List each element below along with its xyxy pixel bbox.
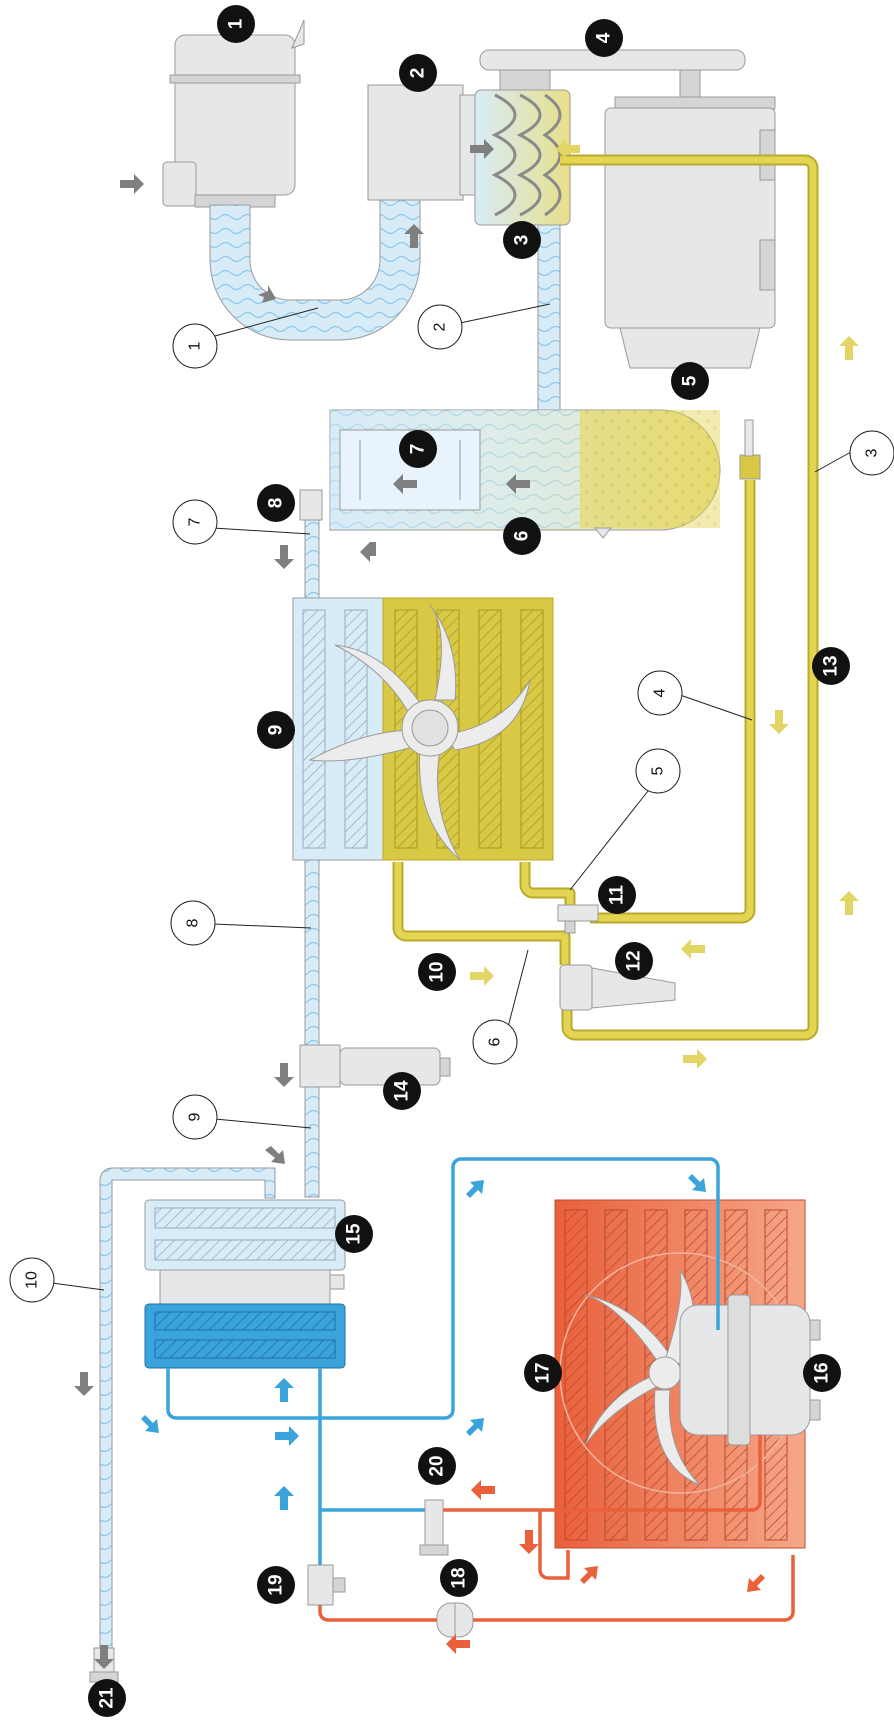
component-label-17: 17 xyxy=(524,1354,562,1392)
svg-text:12: 12 xyxy=(624,950,645,971)
temperature-valve xyxy=(419,1499,449,1556)
belt-drive xyxy=(479,49,746,99)
svg-text:17: 17 xyxy=(533,1362,554,1383)
electric-motor xyxy=(604,96,776,369)
separator-tank xyxy=(329,409,761,539)
flow-arrows xyxy=(74,139,859,1669)
component-label-6: 6 xyxy=(503,517,541,555)
outlet-air-line xyxy=(99,1167,276,1651)
svg-text:9: 9 xyxy=(187,1112,204,1121)
component-label-9: 9 xyxy=(257,711,295,749)
heat-exchanger xyxy=(144,1199,346,1369)
line-label-5: 5 xyxy=(635,748,681,794)
svg-text:3: 3 xyxy=(512,235,533,246)
svg-text:4: 4 xyxy=(594,32,615,43)
component-label-5: 5 xyxy=(671,362,709,400)
svg-text:2: 2 xyxy=(408,68,429,79)
component-label-8: 8 xyxy=(257,484,295,522)
svg-text:13: 13 xyxy=(821,655,842,676)
svg-text:20: 20 xyxy=(427,1455,448,1476)
screw-element xyxy=(474,89,571,226)
oil-lines xyxy=(392,154,819,1041)
svg-text:5: 5 xyxy=(650,766,667,775)
component-label-11: 11 xyxy=(598,876,636,914)
svg-text:1: 1 xyxy=(226,18,247,29)
line-label-2: 2 xyxy=(417,304,463,350)
water-pump xyxy=(436,1602,474,1638)
cooler-fan xyxy=(308,604,531,861)
svg-text:18: 18 xyxy=(449,1567,470,1588)
svg-text:14: 14 xyxy=(392,1080,413,1102)
svg-text:7: 7 xyxy=(187,517,204,526)
component-label-1: 1 xyxy=(217,5,255,43)
line-label-7: 7 xyxy=(172,499,218,545)
line-label-4: 4 xyxy=(637,670,683,716)
drain-valve xyxy=(307,1564,346,1606)
component-label-4: 4 xyxy=(585,19,623,57)
line-label-1: 1 xyxy=(172,323,218,369)
svg-text:9: 9 xyxy=(266,725,287,736)
line-label-10: 10 xyxy=(9,1257,55,1303)
svg-text:1: 1 xyxy=(187,341,204,350)
water-separator xyxy=(299,1044,451,1088)
component-label-13: 13 xyxy=(812,647,850,685)
svg-text:10: 10 xyxy=(427,961,448,982)
water-cooler-fan xyxy=(584,1269,701,1486)
component-label-3: 3 xyxy=(503,221,541,259)
line-label-9: 9 xyxy=(172,1094,218,1140)
svg-text:10: 10 xyxy=(24,1271,41,1289)
intake-valve xyxy=(367,84,464,201)
water-lines xyxy=(166,1157,795,1622)
discharge-pipe xyxy=(537,224,561,411)
svg-text:5: 5 xyxy=(680,375,701,386)
svg-text:3: 3 xyxy=(864,448,881,457)
component-label-10: 10 xyxy=(418,953,456,991)
component-label-7: 7 xyxy=(399,430,437,468)
component-label-21: 21 xyxy=(88,1679,126,1717)
svg-text:15: 15 xyxy=(344,1223,365,1245)
line-label-3: 3 xyxy=(849,430,894,476)
svg-text:11: 11 xyxy=(607,885,628,906)
component-label-14: 14 xyxy=(383,1072,421,1110)
leader-lines xyxy=(51,303,859,1291)
svg-text:21: 21 xyxy=(97,1687,118,1709)
svg-text:16: 16 xyxy=(812,1362,833,1383)
line-label-6: 6 xyxy=(472,1019,518,1065)
air-oil-cooler xyxy=(292,597,554,861)
thermostatic-valve xyxy=(557,904,599,934)
line-label-8: 8 xyxy=(170,900,216,946)
svg-text:2: 2 xyxy=(432,322,449,331)
svg-text:6: 6 xyxy=(487,1037,504,1046)
component-label-16: 16 xyxy=(803,1354,841,1392)
component-label-20: 20 xyxy=(418,1447,456,1485)
component-label-12: 12 xyxy=(615,942,653,980)
min-pressure-valve xyxy=(299,489,323,521)
component-label-15: 15 xyxy=(335,1215,373,1253)
svg-text:8: 8 xyxy=(185,918,202,927)
svg-text:7: 7 xyxy=(408,444,429,455)
component-label-18: 18 xyxy=(440,1559,478,1597)
intake-pipe xyxy=(209,189,421,341)
svg-text:8: 8 xyxy=(266,498,287,509)
svg-text:6: 6 xyxy=(512,531,533,542)
svg-text:19: 19 xyxy=(266,1574,287,1595)
fan-motor xyxy=(679,1294,821,1446)
svg-text:4: 4 xyxy=(652,688,669,697)
air-filter xyxy=(162,19,305,208)
component-label-2: 2 xyxy=(399,54,437,92)
oil-filter xyxy=(559,964,676,1011)
component-label-19: 19 xyxy=(257,1566,295,1604)
